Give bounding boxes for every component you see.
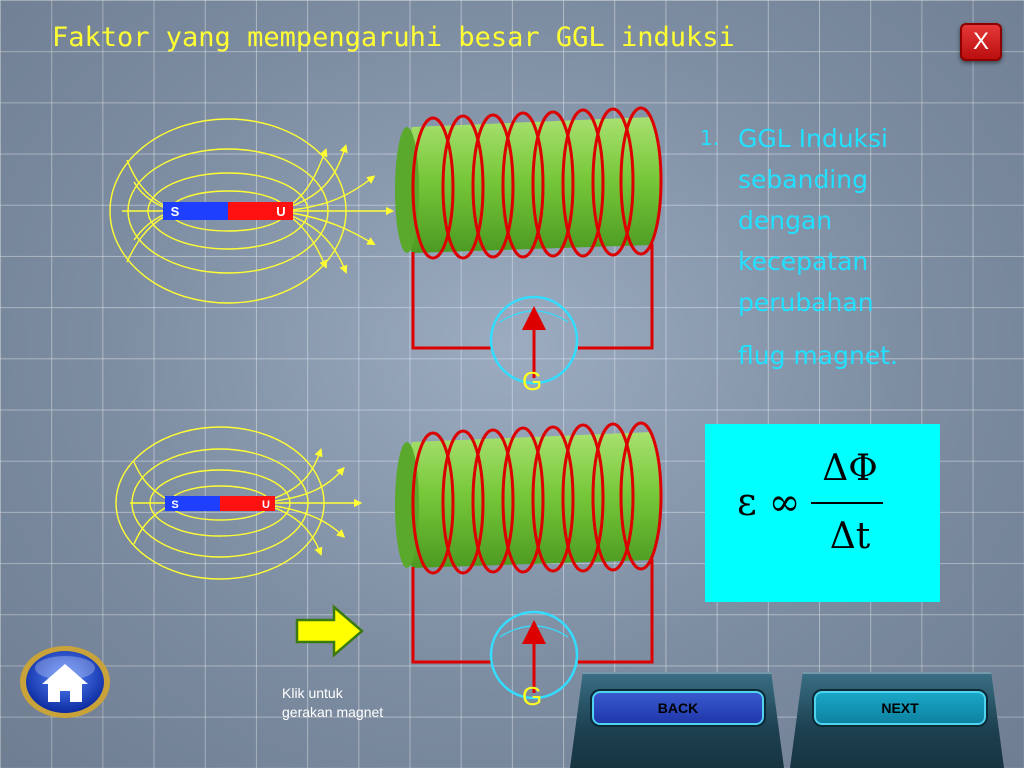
list-line: sebanding: [738, 165, 868, 194]
formula-box: ε ∞ ΔΦ Δt: [705, 424, 940, 602]
list-line: kecepatan: [738, 247, 869, 276]
hint-text: Klik untuk gerakan magnet: [282, 684, 422, 722]
magnet-bottom: S U: [165, 496, 275, 511]
solenoid-bottom: [395, 421, 663, 664]
right-arrow-icon[interactable]: [294, 604, 366, 658]
galvanometer-bottom: [489, 610, 579, 700]
formula-numerator: ΔΦ: [822, 448, 878, 489]
magnet-top-south-label: S: [171, 204, 180, 219]
solenoid-top: [395, 106, 663, 350]
magnet-bottom-south-label: S: [171, 499, 178, 511]
magnet-top: S U: [163, 202, 293, 220]
hint-line: gerakan magnet: [282, 704, 384, 720]
formula-denominator: Δt: [829, 516, 871, 557]
galvanometer-top: [489, 295, 579, 385]
home-icon: [42, 664, 88, 702]
list-number: 1.: [700, 126, 720, 150]
magnet-top-north-label: U: [276, 204, 285, 219]
next-button[interactable]: NEXT: [812, 689, 988, 727]
back-panel: BACK: [570, 672, 784, 768]
galvanometer-top-label: G: [522, 366, 543, 396]
formula-left: ε ∞: [737, 480, 801, 524]
close-button[interactable]: X: [960, 23, 1002, 61]
list-line: flug magnet.: [738, 341, 898, 370]
hint-line: Klik untuk: [282, 685, 343, 701]
galvanometer-bottom-label: G: [522, 681, 543, 711]
home-button[interactable]: [18, 644, 112, 720]
slide-title: Faktor yang mempengaruhi besar GGL induk…: [52, 22, 735, 53]
list-line: dengan: [738, 206, 833, 235]
next-panel: NEXT: [790, 672, 1004, 768]
field-lines-bottom: [115, 426, 363, 580]
back-button[interactable]: BACK: [590, 689, 766, 727]
formula-fraction-bar: [811, 502, 883, 504]
list-item-text: GGL Induksi sebanding dengan kecepatan p…: [738, 118, 938, 376]
magnet-bottom-north-label: U: [262, 499, 270, 511]
list-line: GGL Induksi: [738, 124, 888, 153]
list-line: perubahan: [738, 288, 874, 317]
